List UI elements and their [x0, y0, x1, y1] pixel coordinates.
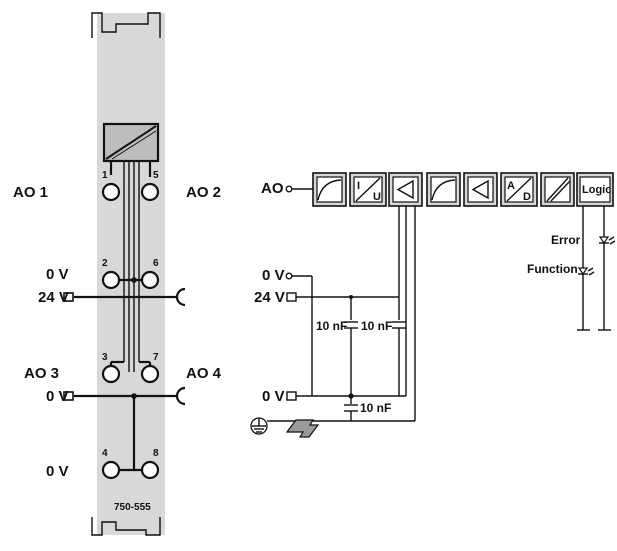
power-contacts — [63, 287, 186, 406]
label-24v: 24 V — [38, 289, 69, 306]
module-bottom-clip — [91, 517, 161, 536]
block-schematic: I U A D — [250, 172, 616, 438]
capacitor-3 — [344, 404, 358, 412]
terminals — [101, 182, 160, 480]
label-ao2: AO 2 — [186, 184, 221, 201]
capacitor-2 — [392, 321, 406, 329]
pin-number-5: 5 — [153, 170, 159, 181]
label-0v-b: 0 V — [46, 388, 69, 405]
terminal-7 — [140, 364, 160, 384]
block-d-label: D — [523, 191, 531, 203]
terminal-module: 1 5 2 6 3 7 4 8 AO 1 AO 2 0 V 24 V AO 3 … — [13, 12, 222, 536]
module-top-clip — [91, 12, 161, 38]
terminal-3 — [101, 364, 121, 384]
ground-icon — [250, 417, 270, 435]
terminal-1 — [101, 182, 121, 202]
din-rail-icon — [285, 419, 320, 438]
terminal-8 — [140, 460, 160, 480]
terminal-6 — [140, 270, 160, 290]
label-ao3: AO 3 — [24, 365, 59, 382]
part-number: 750-555 — [114, 502, 151, 513]
schem-label-ao: AO — [261, 180, 284, 197]
led-icon — [598, 236, 616, 245]
terminal-5 — [140, 182, 160, 202]
schem-label-0v-bottom: 0 V — [262, 388, 285, 405]
block-u-label: U — [373, 191, 381, 203]
label-ao1: AO 1 — [13, 184, 48, 201]
label-ao4: AO 4 — [186, 365, 222, 382]
terminal-2 — [101, 270, 121, 290]
pin-number-7: 7 — [153, 352, 159, 363]
pin-number-1: 1 — [102, 170, 108, 181]
schem-label-function: Function — [527, 262, 578, 276]
pin-number-6: 6 — [153, 258, 159, 269]
block-i-label: I — [357, 180, 360, 192]
schem-label-24v: 24 V — [254, 289, 285, 306]
schem-label-cap1: 10 nF — [316, 319, 347, 333]
signal-chain: I U A D — [312, 172, 614, 207]
led-icon — [577, 267, 595, 276]
schem-label-error: Error — [551, 233, 581, 247]
internal-conductors — [74, 161, 178, 472]
block-a-label: A — [507, 180, 515, 192]
label-0v-a: 0 V — [46, 266, 69, 283]
pin-number-4: 4 — [102, 448, 108, 459]
pin-number-3: 3 — [102, 352, 108, 363]
pin-number-8: 8 — [153, 448, 159, 459]
schem-label-0v-top: 0 V — [262, 267, 285, 284]
pin-number-2: 2 — [102, 258, 108, 269]
terminal-4 — [101, 460, 121, 480]
schem-label-cap3: 10 nF — [360, 401, 391, 415]
schem-label-cap2: 10 nF — [361, 319, 392, 333]
label-0v-c: 0 V — [46, 463, 69, 480]
block-logic-label: Logic — [582, 184, 611, 196]
converter-icon — [102, 122, 160, 163]
